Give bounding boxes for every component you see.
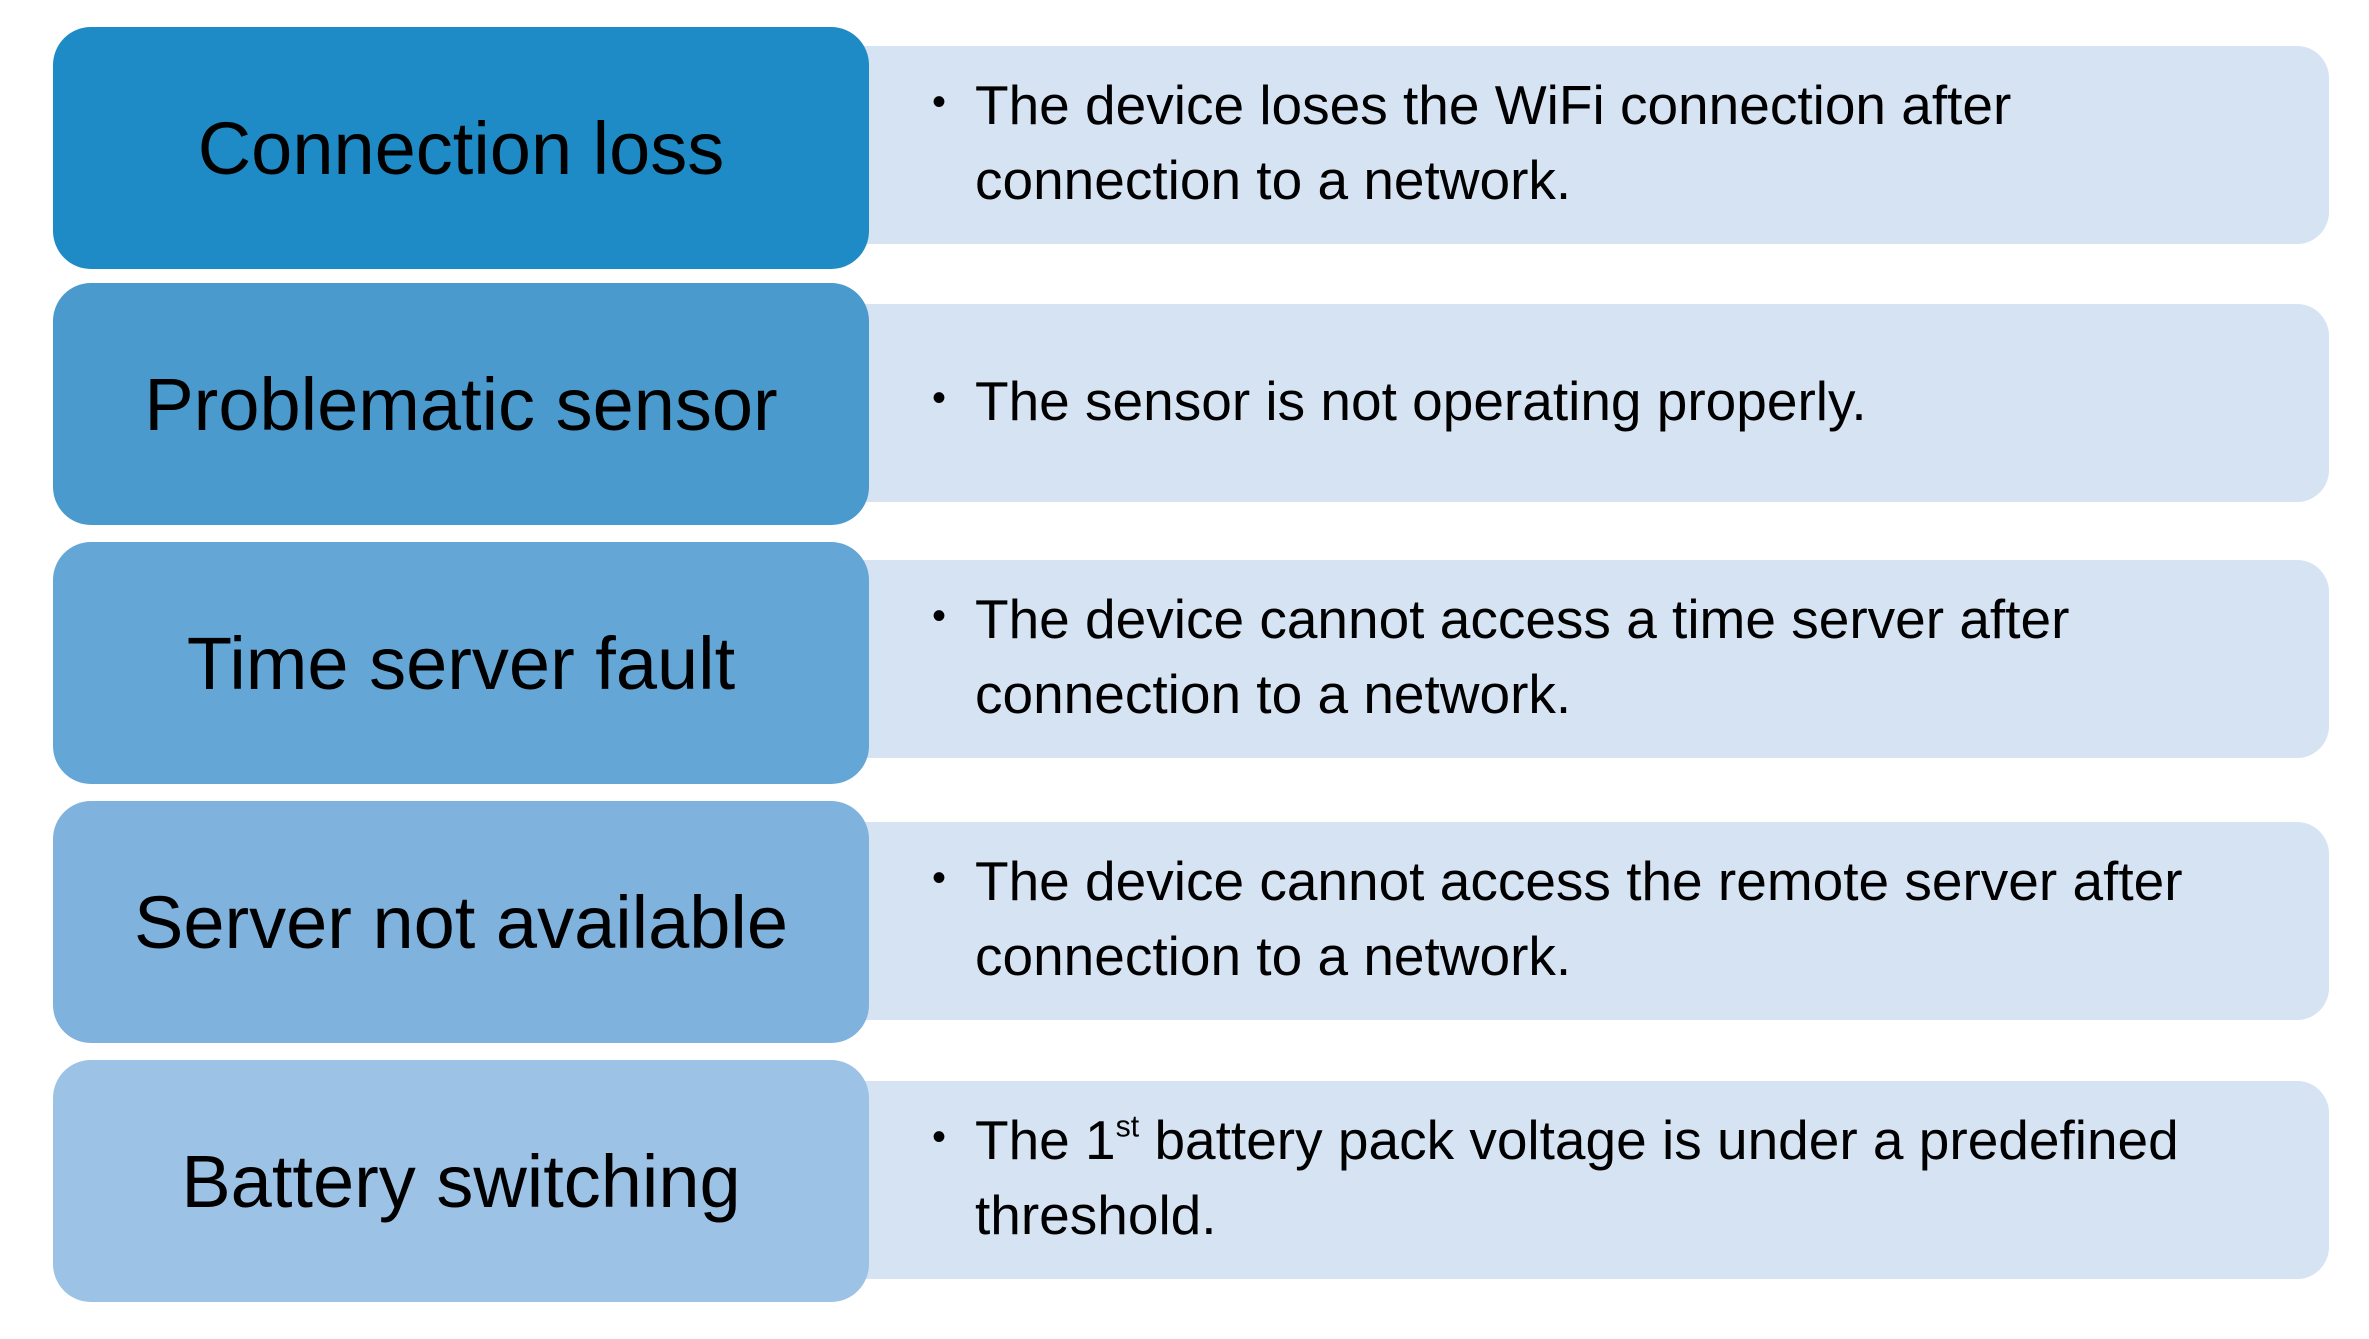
description-text: The sensor is not operating properly. xyxy=(975,370,1867,432)
ordinal-superscript: st xyxy=(1115,1110,1140,1144)
description-part: battery pack voltage is under a predefin… xyxy=(975,1109,2179,1246)
bullet-icon: • xyxy=(932,594,947,638)
description-text: The device loses the WiFi connection aft… xyxy=(975,74,2012,211)
description-part: The 1 xyxy=(975,1109,1116,1171)
fault-label-battery-switching: Battery switching xyxy=(53,1060,869,1302)
bullet-icon: • xyxy=(932,1115,947,1159)
bullet-icon: • xyxy=(932,80,947,124)
label-text: Server not available xyxy=(133,880,789,964)
label-text: Problematic sensor xyxy=(144,362,778,446)
fault-label-problematic-sensor: Problematic sensor xyxy=(53,283,869,525)
fault-description-connection-loss: • The device loses the WiFi connection a… xyxy=(860,46,2329,244)
fault-label-time-server-fault: Time server fault xyxy=(53,542,869,784)
description-text: The device cannot access the remote serv… xyxy=(975,850,2183,987)
fault-description-time-server-fault: • The device cannot access a time server… xyxy=(860,560,2329,758)
label-text: Time server fault xyxy=(186,621,736,705)
bullet-icon: • xyxy=(932,856,947,900)
description-text: The 1st battery pack voltage is under a … xyxy=(975,1103,2289,1253)
fault-description-problematic-sensor: • The sensor is not operating properly. xyxy=(860,304,2329,502)
fault-label-connection-loss: Connection loss xyxy=(53,27,869,269)
bullet-icon: • xyxy=(932,376,947,420)
fault-description-server-not-available: • The device cannot access the remote se… xyxy=(860,822,2329,1020)
fault-label-server-not-available: Server not available xyxy=(53,801,869,1043)
label-text: Connection loss xyxy=(197,106,725,190)
label-text: Battery switching xyxy=(181,1139,741,1223)
fault-description-battery-switching: • The 1st battery pack voltage is under … xyxy=(860,1081,2329,1279)
description-text: The device cannot access a time server a… xyxy=(975,588,2070,725)
